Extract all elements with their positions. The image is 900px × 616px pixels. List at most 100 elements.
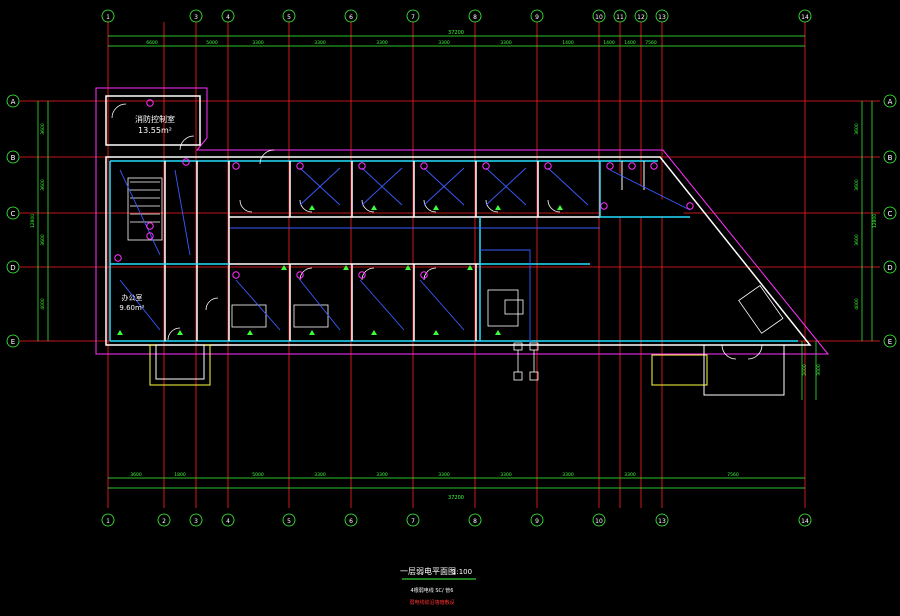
device-outlet-2	[232, 162, 240, 170]
axis-label-row-C-L: C	[11, 210, 16, 218]
axis-label-bottom-10: 10	[595, 518, 603, 525]
device-outlet-1	[182, 158, 190, 166]
axis-bubble-bottom-1	[101, 513, 115, 527]
axis-bubble-row-E-L	[6, 334, 20, 348]
axis-label-top-13: 13	[658, 14, 666, 21]
dim-top-segment-label-2: 3300	[252, 40, 264, 46]
drawing-title: 一层弱电平面图	[400, 566, 456, 576]
axis-bubble-row-D-R	[883, 260, 897, 274]
axis-label-bottom-6: 6	[349, 518, 353, 525]
device-outlet-14	[358, 271, 366, 279]
device-sensor-12	[467, 265, 473, 270]
device-sensor-7	[371, 330, 377, 335]
axis-label-bottom-9: 9	[535, 518, 539, 525]
dim-bottom-segment-label-2: 5000	[252, 472, 264, 478]
axis-label-top-11: 11	[616, 14, 624, 21]
device-outlet-3	[296, 162, 304, 170]
axis-label-top-8: 8	[473, 14, 477, 21]
junction-boxes	[513, 342, 539, 381]
device-sensor-10	[117, 330, 123, 335]
dim-top-segment-label-5: 3300	[438, 40, 450, 46]
axis-bubble-top-13	[655, 9, 669, 23]
room-area-office: 9.60m²	[119, 304, 144, 312]
axis-bubble-top-12	[634, 9, 648, 23]
device-sensor-6	[309, 330, 315, 335]
axis-label-top-7: 7	[411, 14, 415, 21]
axis-bubble-bottom-6	[344, 513, 358, 527]
dim-bottom-segment-label-6: 3300	[500, 472, 512, 478]
axis-bubble-top-3	[189, 9, 203, 23]
dim-left-segment-label-2: 3600	[40, 234, 46, 246]
drawing-note-1: 4根弱电线 SC/ 管6	[411, 587, 454, 594]
axis-bubble-bottom-4	[221, 513, 235, 527]
axis-label-top-9: 9	[535, 14, 539, 21]
axis-label-bottom-3: 3	[194, 518, 198, 525]
dim-right-overall-label: 12800	[872, 214, 878, 228]
axis-label-bottom-1: 1	[106, 518, 110, 525]
device-outlet-10	[650, 162, 658, 170]
axis-bubble-top-14	[798, 9, 812, 23]
device-outlet-17	[146, 232, 154, 240]
dim-left-segment-label-3: 4000	[40, 298, 46, 310]
axis-label-row-D-R: D	[887, 264, 892, 272]
axis-label-top-12: 12	[637, 14, 645, 21]
axis-bubble-row-C-L	[6, 206, 20, 220]
device-sensor-4	[557, 205, 563, 210]
axis-label-bottom-13: 13	[658, 518, 666, 525]
axis-label-row-E-L: E	[11, 338, 15, 346]
building-outline	[95, 87, 830, 396]
dim-top-segment-label-10: 7560	[645, 40, 657, 46]
axis-bubble-top-10	[592, 9, 606, 23]
axis-bubble-bottom-9	[530, 513, 544, 527]
axis-label-row-B-R: B	[888, 154, 893, 162]
device-sensor-2	[433, 205, 439, 210]
axis-bubble-bottom-13	[655, 513, 669, 527]
dim-bottom-segment-label-7: 3300	[562, 472, 574, 478]
dim-bottom-segment-label-0: 3600	[130, 472, 142, 478]
axis-label-row-C-R: C	[888, 210, 893, 218]
dim-left-overall-label: 12800	[30, 214, 36, 228]
axis-bubble-bottom-10	[592, 513, 606, 527]
device-sensor-14	[343, 265, 349, 270]
device-sensor-8	[433, 330, 439, 335]
axis-bubble-top-4	[221, 9, 235, 23]
device-outlet-9	[628, 162, 636, 170]
device-sensor-5	[247, 330, 253, 335]
device-sensor-15	[281, 265, 287, 270]
axis-bubble-row-A-L	[6, 94, 20, 108]
dim-top-segment-label-8: 1400	[603, 40, 615, 46]
dim-top-segment-label-4: 3300	[376, 40, 388, 46]
axis-label-row-B-L: B	[11, 154, 16, 162]
dim-bottom-segment-label-1: 1800	[174, 472, 186, 478]
axis-bubble-top-11	[613, 9, 627, 23]
device-sensor-0	[309, 205, 315, 210]
room-name-control: 消防控制室	[135, 114, 175, 124]
device-outlet-6	[482, 162, 490, 170]
device-outlet-15	[420, 271, 428, 279]
axis-bubble-row-C-R	[883, 206, 897, 220]
dim-right-segment-label-0: 3600	[854, 123, 860, 135]
device-outlet-12	[232, 271, 240, 279]
axis-bubble-top-5	[282, 9, 296, 23]
dim-right-segment-label-1: 3600	[854, 179, 860, 191]
axis-label-top-14: 14	[801, 14, 809, 21]
room-area-control: 13.55m²	[138, 126, 172, 135]
axis-label-row-A-L: A	[11, 98, 16, 106]
device-outlet-13	[296, 271, 304, 279]
room-name-office: 办公室	[122, 293, 143, 302]
dim-top-segment-label-3: 3300	[314, 40, 326, 46]
axis-bubble-row-D-L	[6, 260, 20, 274]
axis-label-bottom-4: 4	[226, 518, 230, 525]
dim-top-segment-label-7: 1400	[562, 40, 574, 46]
axis-label-bottom-14: 14	[801, 518, 809, 525]
axis-bubble-bottom-8	[468, 513, 482, 527]
dim-bottom-segment-label-3: 3300	[314, 472, 326, 478]
dim-right-extra-label-0: 2000	[802, 364, 808, 376]
axis-bubble-top-8	[468, 9, 482, 23]
axis-label-bottom-8: 8	[473, 518, 477, 525]
device-symbols	[114, 99, 694, 335]
device-outlet-4	[358, 162, 366, 170]
axis-label-row-D-L: D	[10, 264, 15, 272]
